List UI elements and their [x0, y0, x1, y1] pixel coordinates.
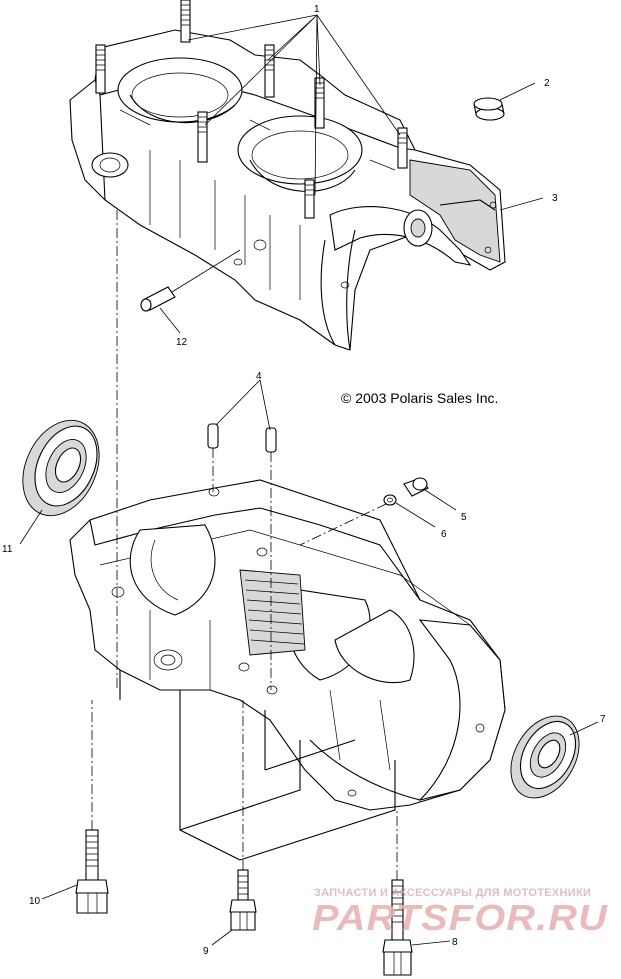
dowel-pin [140, 249, 241, 312]
watermark-tagline: ЗАПЧАСТИ И АКСЕССУАРЫ ДЛЯ МОТОТЕХНИКИ [314, 887, 591, 899]
leader-lines [19, 14, 599, 946]
callout-6: 6 [441, 529, 447, 540]
callout-10: 10 [29, 896, 41, 907]
callout-11: 11 [2, 544, 13, 555]
bolt-8 [382, 810, 413, 976]
watermark: ЗАПЧАСТИ И АКСЕССУАРЫ ДЛЯ МОТОТЕХНИКИ PA… [312, 887, 608, 938]
oil-seal-right [510, 715, 580, 799]
callout-8: 8 [452, 937, 458, 948]
bolt-10 [75, 700, 109, 914]
callout-7: 7 [600, 714, 606, 725]
drain-bolt [299, 477, 429, 546]
callout-1: 1 [314, 4, 320, 15]
watermark-logo: PARTSFOR.RU [312, 897, 608, 938]
dowel-pins-lower [207, 423, 277, 690]
oil-seal-left [22, 419, 100, 517]
upper-crankcase [69, 0, 506, 351]
bolt-9 [229, 700, 257, 931]
studs [95, 0, 408, 219]
callout-2: 2 [544, 78, 550, 89]
callout-labels: 1 2 3 4 5 6 7 8 9 10 11 12 [2, 4, 606, 957]
callout-9: 9 [203, 946, 209, 957]
callout-12: 12 [176, 337, 188, 348]
lower-crankcase [69, 479, 506, 861]
cap-part [473, 97, 505, 121]
copyright-notice: © 2003 Polaris Sales Inc. [341, 390, 498, 406]
callout-5: 5 [461, 512, 467, 523]
callout-4: 4 [256, 371, 262, 382]
callout-3: 3 [552, 193, 558, 204]
